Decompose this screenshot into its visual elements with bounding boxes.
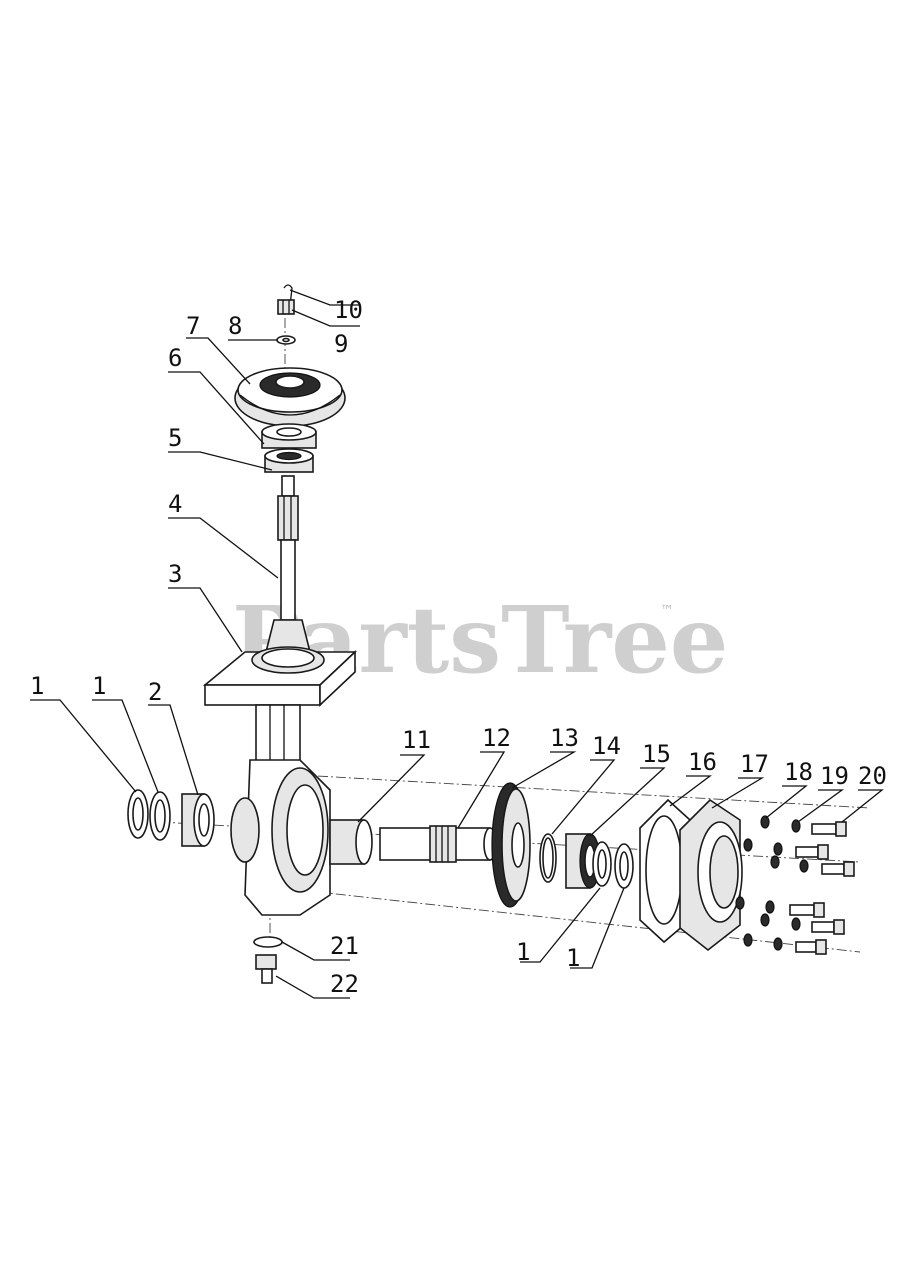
callout-22: 22 [330,970,359,998]
part-1-seal-left-a [127,789,149,839]
part-17-end-cover [679,798,743,952]
callout-10: 10 [334,296,363,324]
callout-6: 6 [168,344,182,372]
part-15-bearing [565,833,601,889]
part-3-gear-housing [202,646,358,916]
part-7-bevel-gear [234,367,346,427]
callout-8: 8 [228,312,242,340]
part-1-seal-right-a [592,841,612,887]
part-14-snap-ring [539,833,557,883]
part-5-bearing [264,448,314,473]
callout-7: 7 [186,312,200,340]
part-11-bushing [329,819,373,865]
callout-14: 14 [592,732,621,760]
watermark-trademark: ™ [660,603,674,619]
part-8-washer [276,335,296,345]
fastener-row-1 [760,815,847,837]
callout-20: 20 [858,762,887,790]
part-4-pinion-shaft [264,475,312,653]
part-2-bearing-left [181,793,215,847]
callout-11: 11 [402,726,431,754]
callout-2: 2 [148,678,162,706]
callout-13: 13 [550,724,579,752]
callout-1-right-b: 1 [566,944,580,972]
fastener-row-4 [735,896,825,918]
part-12-splined-shaft [379,825,497,863]
part-10-cotter-pin [283,284,293,307]
callout-1-left-b: 1 [92,672,106,700]
callout-3: 3 [168,560,182,588]
callout-15: 15 [642,740,671,768]
part-22-drain-plug [255,954,277,984]
callout-1-left-a: 1 [30,672,44,700]
part-1-seal-right-b [614,843,634,889]
fastener-row-6 [743,933,827,955]
fastener-row-2 [743,838,829,860]
part-13-spur-gear [491,782,531,908]
leader-lines [30,289,884,999]
callout-labels: 1 1 2 3 4 5 6 7 8 9 10 11 12 13 14 15 16… [30,296,887,998]
part-16-gasket [639,798,691,944]
callout-4: 4 [168,490,182,518]
part-9-nut [277,299,295,315]
fastener-row-3 [770,855,855,877]
part-6-bearing [261,423,317,449]
callout-12: 12 [482,724,511,752]
callout-19: 19 [820,762,849,790]
callout-5: 5 [168,424,182,452]
callout-18: 18 [784,758,813,786]
fastener-row-5 [760,913,845,935]
part-21-o-ring [253,936,283,948]
callout-17: 17 [740,750,769,778]
callout-21: 21 [330,932,359,960]
part-1-seal-left-b [149,791,171,841]
callout-16: 16 [688,748,717,776]
fastener-set [735,815,855,955]
callout-1-right-a: 1 [516,938,530,966]
callout-9: 9 [334,330,348,358]
